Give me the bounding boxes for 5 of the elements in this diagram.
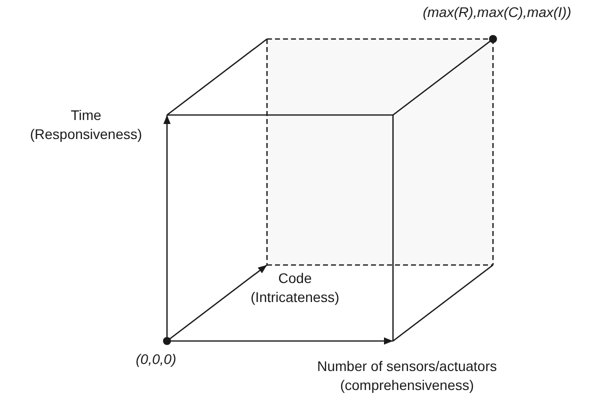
coordinate-label: (0,0,0) (136, 351, 176, 367)
axis-label: Number of sensors/actuators (comprehensiveness) (317, 358, 497, 393)
axis-label: Time (Responsiveness) (30, 107, 142, 142)
coordinate-label: (max(R),max(C),max(I)) (422, 4, 572, 20)
axis-label: Code (Intricateness) (250, 270, 340, 305)
